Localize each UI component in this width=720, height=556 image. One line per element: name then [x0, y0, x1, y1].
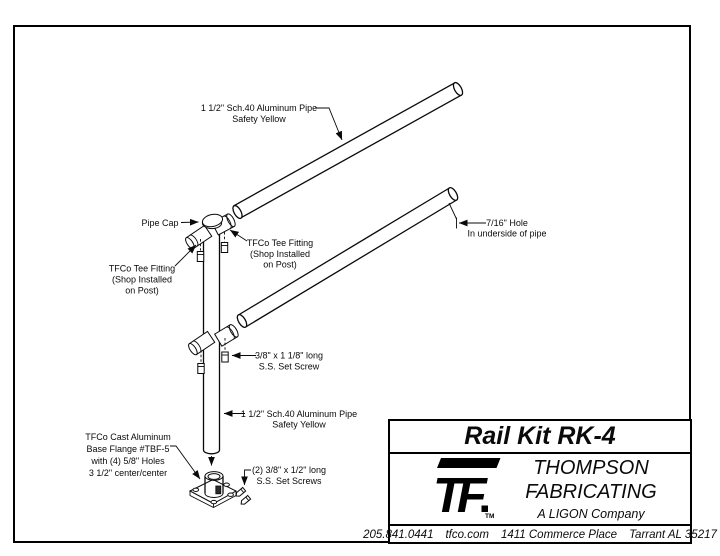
label-pipe-top-line1: 1 1/2" Sch.40 Aluminum Pipe	[201, 103, 317, 113]
label-base-set-screws-line1: (2) 3/8" x 1/2" long	[252, 465, 326, 475]
leader-pipe-cap	[180, 218, 199, 226]
label-tee-left: TFCo Tee Fitting (Shop Installed on Post…	[109, 264, 175, 296]
label-tee-left-line3: on Post)	[125, 286, 159, 296]
base-flange	[188, 471, 238, 509]
pipe-cap	[201, 213, 224, 230]
lower-rail-pipe	[236, 187, 459, 328]
label-pipe-top-line2: Safety Yellow	[232, 114, 286, 124]
leader-pipe-top	[315, 107, 343, 141]
tf-logo-dot	[481, 505, 488, 512]
tf-logo-tm: TM	[485, 513, 494, 520]
label-pipe-top: 1 1/2" Sch.40 Aluminum Pipe Safety Yello…	[201, 103, 317, 124]
company-logo: TF TM	[390, 454, 508, 523]
label-tee-right-line2: (Shop Installed	[250, 249, 310, 259]
tf-logo-letters: TF	[433, 469, 488, 523]
contact-address: 1411 Commerce Place	[500, 529, 618, 541]
label-base-set-screws-line2: S.S. Set Screws	[256, 476, 322, 486]
kit-title: Rail Kit RK-4	[464, 422, 616, 450]
label-tee-right: TFCo Tee Fitting (Shop Installed on Post…	[247, 238, 313, 270]
contact-phone: 205.841.0441	[363, 529, 434, 541]
label-hole-line1: 7/16" Hole	[486, 218, 528, 228]
set-screw-mid-left	[197, 350, 205, 374]
label-base-flange-line4: 3 1/2" center/center	[89, 468, 167, 478]
title-block-contact-row: 205.841.0441 tfco.com 1411 Commerce Plac…	[363, 526, 717, 544]
set-screw-top-left	[196, 239, 205, 262]
tee-fitting-mid-left	[188, 330, 216, 356]
company-name-block: THOMPSON FABRICATING A LIGON Company	[508, 454, 690, 521]
label-tee-right-line3: on Post)	[263, 260, 297, 270]
label-base-set-screws: (2) 3/8" x 1/2" long S.S. Set Screws	[252, 465, 326, 486]
base-set-screw-2	[240, 494, 252, 505]
label-set-screw-mid-line1: 3/8" x 1 1/8" long	[255, 351, 323, 361]
leader-base-screws	[241, 469, 251, 486]
label-post-pipe-line1: 1 1/2" Sch.40 Aluminum Pipe	[241, 409, 357, 419]
label-tee-left-line2: (Shop Installed	[112, 275, 172, 285]
label-hole: 7/16" Hole In underside of pipe	[467, 218, 546, 239]
company-name-line2: FABRICATING	[525, 481, 657, 503]
label-base-flange-line1: TFCo Cast Aluminum	[85, 432, 171, 442]
label-set-screw-mid: 3/8" x 1 1/8" long S.S. Set Screw	[255, 351, 323, 372]
set-screw-mid-right	[221, 338, 229, 363]
label-post-pipe-line2: Safety Yellow	[272, 420, 326, 430]
label-tee-left-line1: TFCo Tee Fitting	[109, 264, 175, 274]
label-post-pipe: 1 1/2" Sch.40 Aluminum Pipe Safety Yello…	[241, 409, 357, 430]
title-block-company-row: TF TM THOMPSON FABRICATING A LIGON Compa…	[390, 454, 690, 526]
contact-city-state-zip: Tarrant AL 35217	[629, 529, 717, 541]
title-block-kit-row: Rail Kit RK-4	[390, 421, 690, 454]
leader-tee-left	[174, 244, 197, 267]
label-base-flange: TFCo Cast Aluminum Base Flange #TBF-5 wi…	[85, 432, 171, 478]
set-screw-top-right	[220, 232, 229, 253]
tf-logo-icon: TF TM	[433, 458, 501, 523]
tf-logo-bar	[437, 458, 501, 468]
drawing-border	[13, 25, 691, 543]
label-set-screw-mid-line2: S.S. Set Screw	[259, 362, 320, 372]
title-block: Rail Kit RK-4 TF TM THOMPSON FABRICATING…	[363, 419, 717, 544]
label-tee-right-line1: TFCo Tee Fitting	[247, 238, 313, 248]
tee-fitting-top-left	[185, 224, 213, 250]
base-set-screw-1	[235, 486, 247, 497]
company-name-line1: THOMPSON	[533, 457, 649, 479]
label-base-flange-line3: with (4) 5/8" Holes	[90, 456, 165, 466]
contact-website: tfco.com	[445, 529, 489, 541]
company-tagline: A LIGON Company	[537, 507, 645, 521]
label-hole-line2: In underside of pipe	[467, 229, 546, 239]
label-pipe-cap: Pipe Cap	[141, 218, 178, 228]
leader-tee-right	[229, 229, 248, 242]
leader-base-flange	[170, 445, 201, 480]
leader-hole	[448, 202, 486, 229]
upper-rail-pipe	[232, 81, 464, 220]
label-base-flange-line2: Base Flange #TBF-5	[86, 444, 169, 454]
tee-fitting-mid-right	[213, 324, 239, 347]
